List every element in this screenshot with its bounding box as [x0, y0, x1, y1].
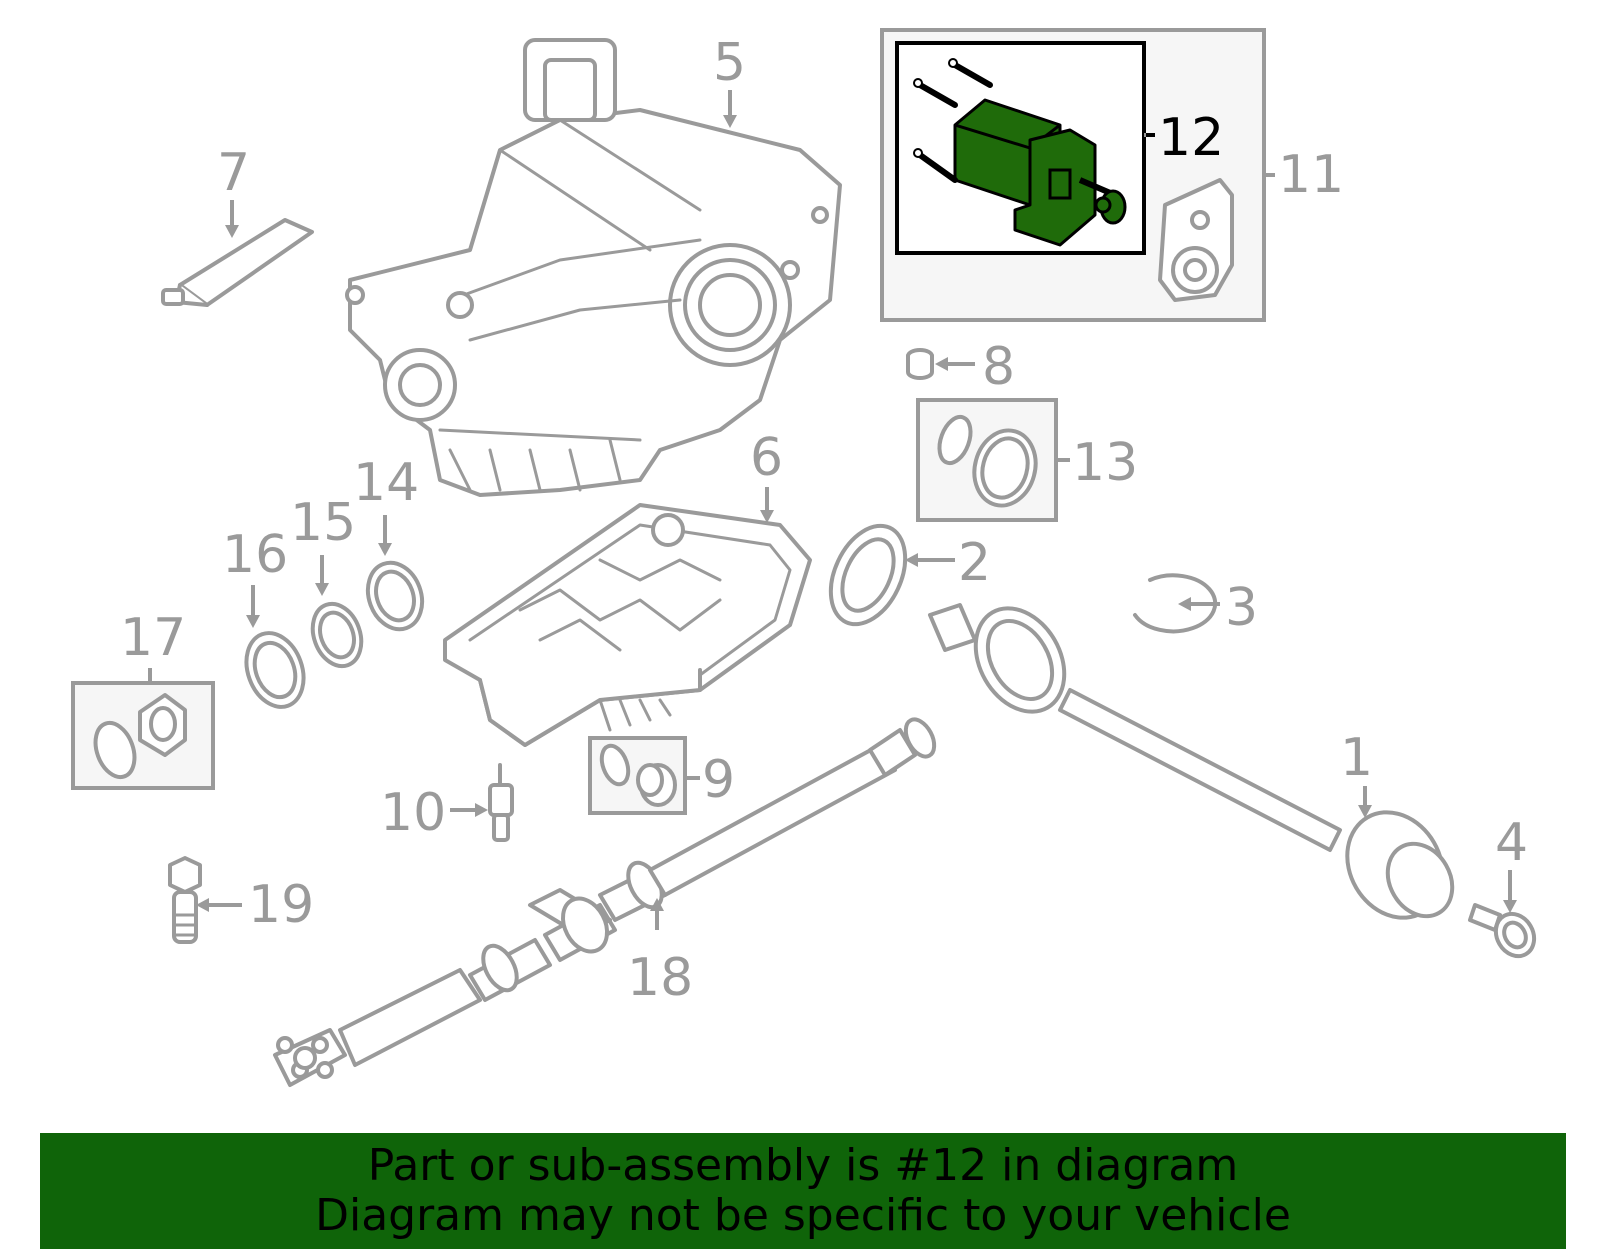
- axle-shaft[interactable]: [928, 592, 1465, 935]
- drain-plug[interactable]: [138, 693, 187, 757]
- callout-16: 16: [222, 525, 288, 585]
- callout-2: 2: [958, 533, 991, 593]
- washer[interactable]: [89, 718, 142, 783]
- callout-6: 6: [750, 428, 783, 488]
- callout-14: 14: [353, 453, 419, 513]
- mounting-bracket[interactable]: [1158, 178, 1234, 302]
- callout-13: 13: [1072, 433, 1138, 493]
- callout-11: 11: [1278, 145, 1344, 205]
- banner-line-1: Part or sub-assembly is #12 in diagram: [367, 1140, 1239, 1191]
- bolt-19[interactable]: [168, 856, 202, 944]
- actuator-motor-highlighted[interactable]: [953, 98, 1127, 247]
- callout-10: 10: [380, 783, 446, 843]
- axle-bolt[interactable]: [1468, 903, 1542, 963]
- sensor[interactable]: [488, 763, 514, 842]
- o-ring[interactable]: [934, 413, 977, 468]
- callout-3: 3: [1225, 578, 1258, 638]
- ring-15[interactable]: [304, 597, 369, 673]
- callout-9: 9: [702, 750, 735, 810]
- callout-1: 1: [1340, 728, 1373, 788]
- callout-8: 8: [982, 337, 1015, 397]
- ring-16[interactable]: [237, 625, 314, 715]
- ring-14[interactable]: [359, 555, 431, 637]
- callout-5: 5: [713, 33, 746, 93]
- differential-cover[interactable]: [443, 503, 812, 747]
- callout-19: 19: [248, 875, 314, 935]
- drive-shaft[interactable]: [273, 715, 940, 1087]
- callout-15: 15: [290, 493, 356, 553]
- callout-7: 7: [217, 143, 250, 203]
- gasket-ring[interactable]: [816, 514, 920, 636]
- differential-housing[interactable]: [345, 38, 842, 497]
- callout-4: 4: [1495, 813, 1528, 873]
- callout-18: 18: [627, 948, 693, 1008]
- callout-17: 17: [120, 608, 186, 668]
- o-ring-9[interactable]: [597, 742, 633, 788]
- callout-12: 12: [1158, 108, 1224, 168]
- plug-9[interactable]: [636, 763, 677, 807]
- sealant-tube[interactable]: [161, 218, 314, 307]
- plug-cap[interactable]: [906, 348, 934, 380]
- actuator-screws[interactable]: [913, 58, 993, 183]
- snap-ring[interactable]: [1133, 573, 1218, 634]
- shaft-seal[interactable]: [966, 424, 1044, 513]
- banner-line-2: Diagram may not be specific to your vehi…: [315, 1190, 1291, 1241]
- info-banner: Part or sub-assembly is #12 in diagram D…: [40, 1133, 1566, 1249]
